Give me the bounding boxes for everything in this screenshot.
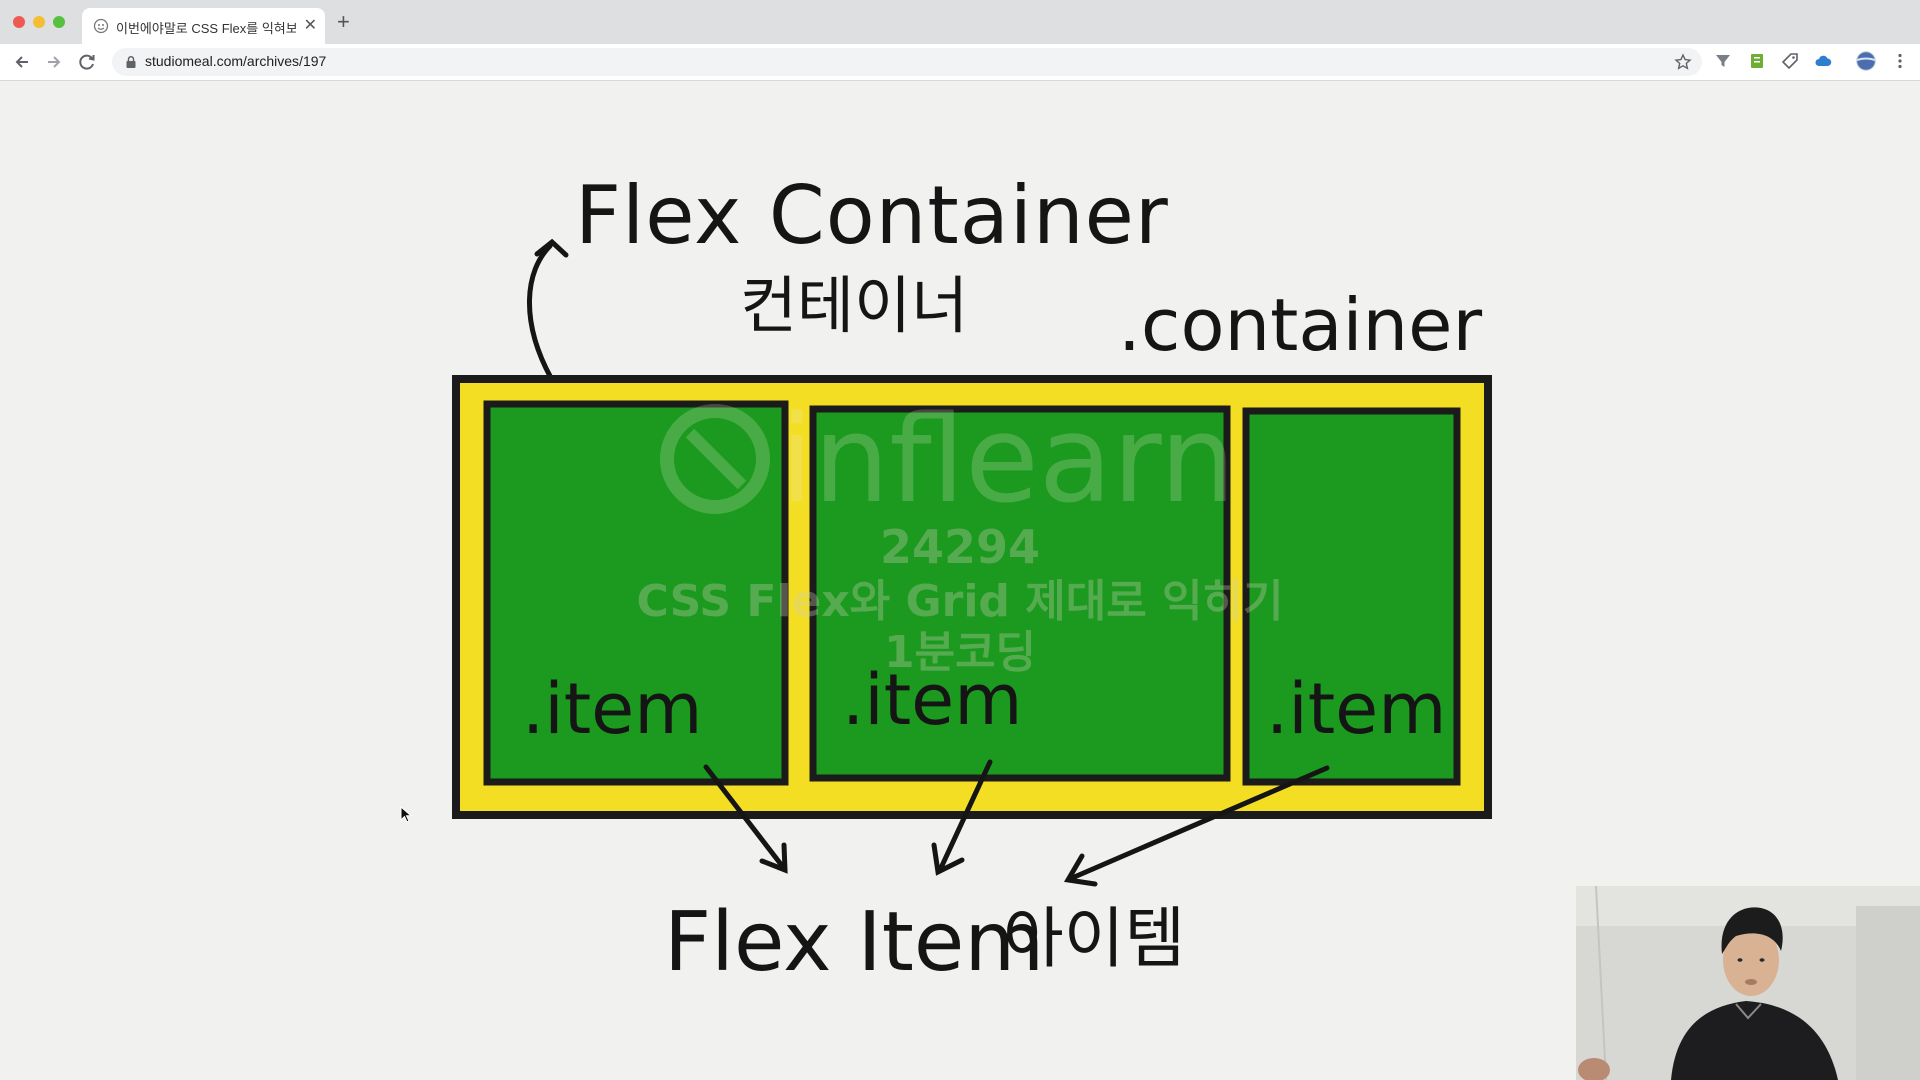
flex-item-2 — [809, 405, 1231, 782]
profile-avatar[interactable] — [1856, 51, 1876, 71]
bottom-label: Flex Item — [664, 895, 1044, 990]
container-label: .container — [1118, 283, 1482, 367]
item-arrows — [703, 759, 1330, 887]
cloud-icon[interactable] — [1814, 52, 1832, 70]
watermark-brand: inflearn — [780, 391, 1236, 530]
reload-icon[interactable] — [76, 51, 98, 73]
browser-toolbar: studiomeal.com/archives/197 — [0, 44, 1920, 81]
bottom-label-korean: 아이템 — [1003, 900, 1185, 977]
inflearn-logo-icon — [660, 404, 770, 514]
diagram-title: Flex Container — [575, 169, 1169, 262]
studiomeal-favicon-icon — [93, 18, 109, 34]
item-label-1: .item — [522, 668, 702, 750]
url-text[interactable]: studiomeal.com/archives/197 — [145, 53, 327, 69]
webcam-overlay — [1576, 886, 1920, 1080]
close-window-button[interactable] — [13, 16, 25, 28]
page-content: Flex Container 컨테이너 .container inflearn … — [0, 81, 1920, 1080]
title-arrow — [527, 243, 554, 381]
bookmark-star-icon[interactable] — [1674, 53, 1692, 71]
tab-title: 이번에야말로 CSS Flex를 익혀보자 — [116, 21, 296, 36]
watermark-course: CSS Flex와 Grid 제대로 익히기 — [637, 576, 1284, 627]
more-icon[interactable] — [1894, 52, 1906, 70]
title-arrowhead — [534, 238, 569, 258]
watermark-text: 24294 CSS Flex와 Grid 제대로 익히기 1분코딩 — [637, 520, 1284, 678]
new-tab-icon[interactable]: + — [337, 9, 350, 34]
item-label-3: .item — [1266, 668, 1446, 750]
minimize-window-button[interactable] — [33, 16, 45, 28]
maximize-window-button[interactable] — [53, 16, 65, 28]
watermark-id: 24294 — [880, 520, 1040, 574]
back-arrow-icon[interactable] — [11, 51, 33, 73]
flex-item-1 — [483, 400, 789, 786]
address-bar[interactable]: studiomeal.com/archives/197 — [112, 48, 1702, 76]
forward-arrow-icon[interactable] — [43, 51, 65, 73]
item-label-2: .item — [842, 659, 1022, 741]
flex-item-3 — [1242, 407, 1461, 786]
lock-icon[interactable] — [124, 55, 138, 69]
filter-icon[interactable] — [1714, 52, 1732, 70]
bookmark-green-icon[interactable] — [1748, 52, 1766, 70]
presenter-video — [1576, 886, 1920, 1080]
diagram-title-korean: 컨테이너 — [740, 269, 968, 342]
watermark-author: 1분코딩 — [884, 627, 1036, 678]
tag-icon[interactable] — [1781, 52, 1799, 70]
browser-tab-active[interactable]: 이번에야말로 CSS Flex를 익혀보자 ✕ — [82, 8, 325, 44]
tab-close-icon[interactable]: ✕ — [303, 17, 317, 34]
mouse-cursor-icon — [400, 806, 412, 823]
flex-diagram: Flex Container 컨테이너 .container inflearn … — [452, 169, 1492, 990]
browser-tab-bar: 이번에야말로 CSS Flex를 익혀보자 ✕ + — [0, 0, 1920, 44]
inflearn-watermark: inflearn — [660, 391, 1236, 530]
